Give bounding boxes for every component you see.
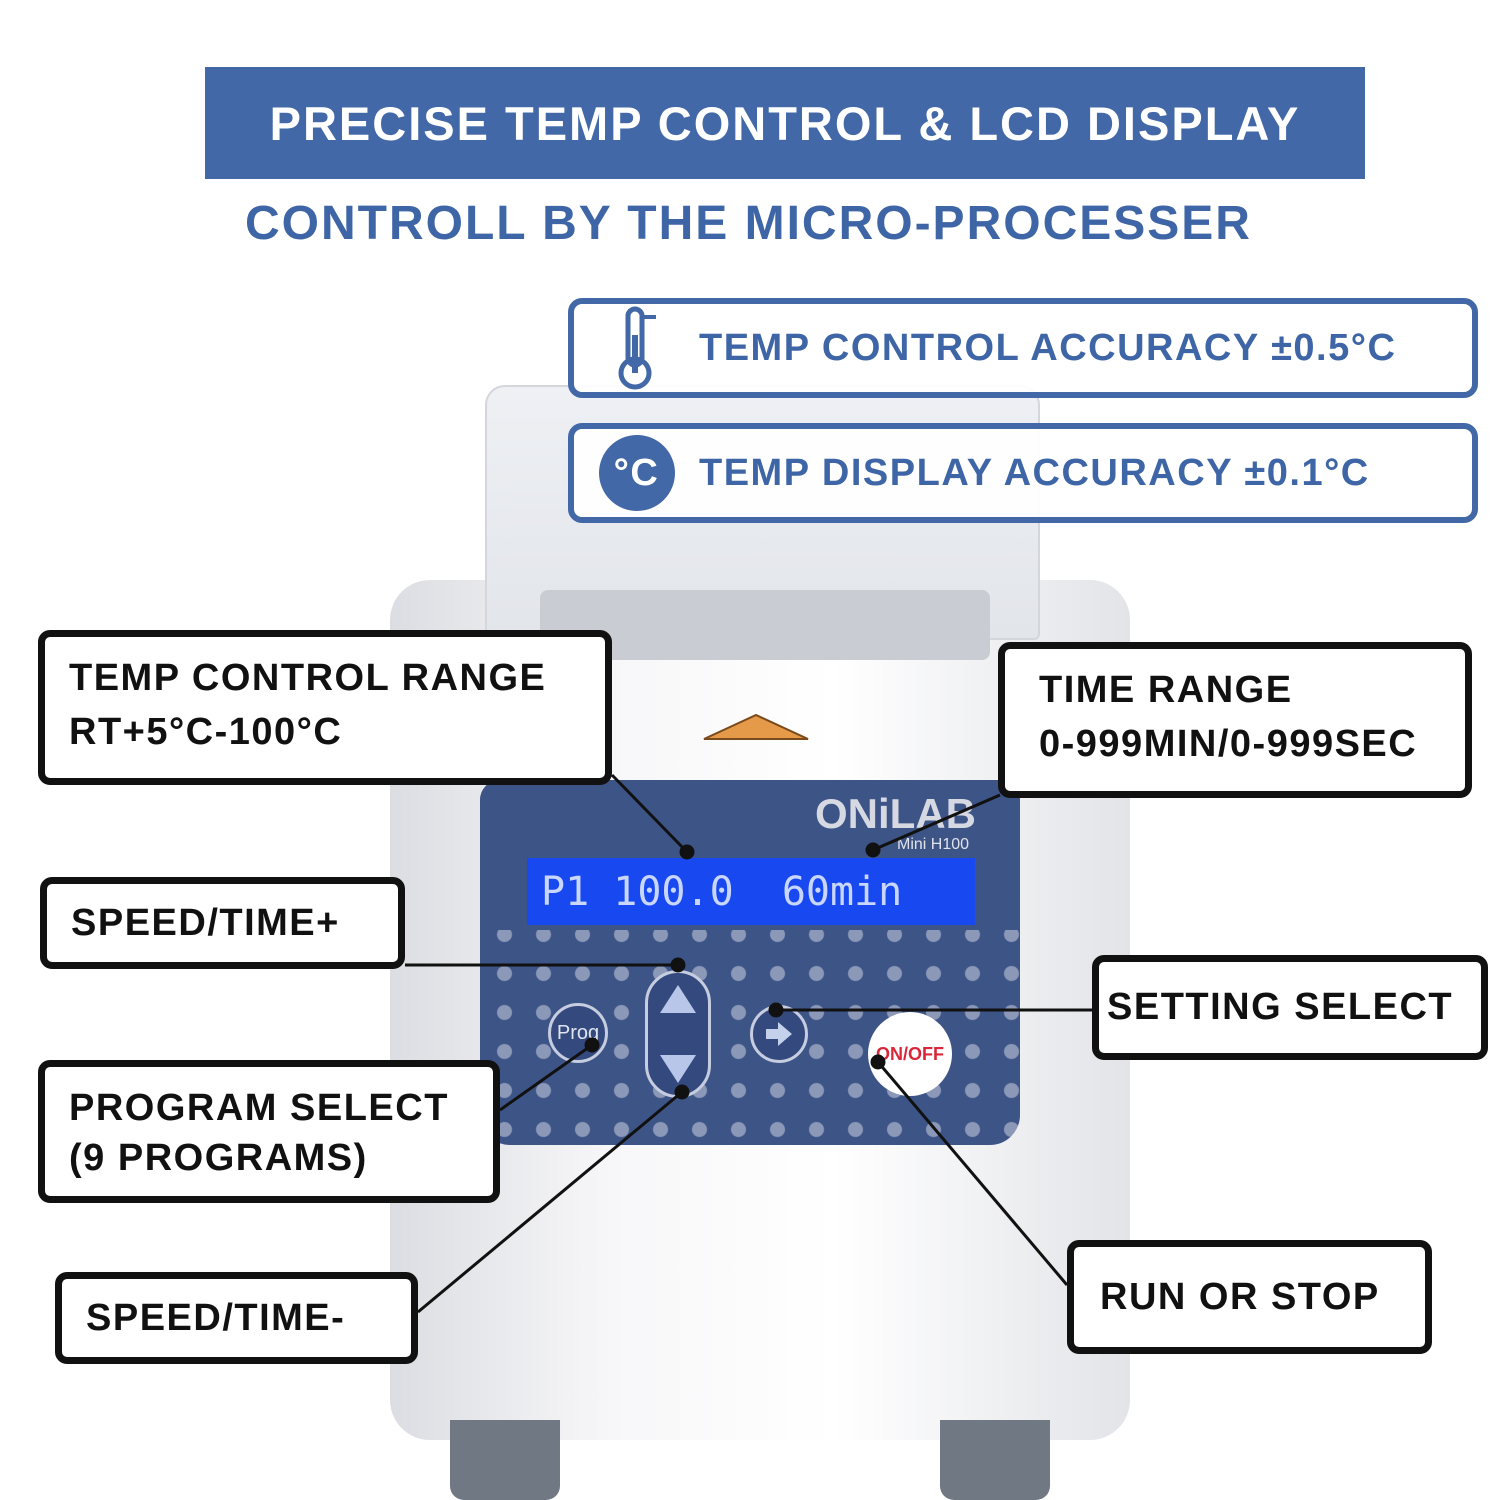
brand-logo: ONiLAB xyxy=(815,790,976,837)
lcd-display: P1 100.0 60min xyxy=(527,858,975,925)
page-subtitle: CONTROLL BY THE MICRO-PROCESSER xyxy=(245,197,1252,250)
device-foot xyxy=(450,1420,560,1500)
feature-temp-display-accuracy: °C TEMP DISPLAY ACCURACY ±0.1°C xyxy=(568,423,1478,523)
model-label: Mini H100 xyxy=(897,836,970,853)
hot-surface-warning-icon xyxy=(703,713,809,740)
callout-title: TIME RANGE xyxy=(1039,669,1293,711)
callout-speed-time-minus: SPEED/TIME- xyxy=(55,1272,418,1364)
device-foot xyxy=(940,1420,1050,1500)
prog-label: Prog xyxy=(556,1021,600,1044)
page-title: PRECISE TEMP CONTROL & LCD DISPLAY xyxy=(205,67,1365,179)
prog-button[interactable]: Prog xyxy=(548,1003,608,1063)
on-off-button[interactable]: ON/OFF xyxy=(868,1012,952,1096)
feature-temp-control-accuracy: TEMP CONTROL ACCURACY ±0.5°C xyxy=(568,298,1478,398)
feature-text: TEMP CONTROL ACCURACY ±0.5°C xyxy=(699,326,1397,369)
on-off-label: ON/OFF xyxy=(876,1043,944,1064)
callout-value: RT+5°C-100°C xyxy=(69,711,343,753)
callout-time-range: TIME RANGE 0-999MIN/0-999SEC xyxy=(998,642,1472,798)
heating-block xyxy=(540,590,990,660)
callout-setting-select: SETTING SELECT xyxy=(1092,955,1488,1060)
callout-run-or-stop: RUN OR STOP xyxy=(1067,1240,1432,1354)
callout-title: PROGRAM SELECT xyxy=(69,1087,449,1129)
callout-temp-control-range: TEMP CONTROL RANGE RT+5°C-100°C xyxy=(38,630,612,785)
callout-program-select: PROGRAM SELECT (9 PROGRAMS) xyxy=(38,1060,500,1203)
callout-title: TEMP CONTROL RANGE xyxy=(69,657,547,699)
celsius-icon: °C xyxy=(598,435,675,511)
thermometer-icon xyxy=(574,305,699,391)
up-down-rocker[interactable] xyxy=(645,970,711,1098)
feature-text: TEMP DISPLAY ACCURACY ±0.1°C xyxy=(699,451,1370,494)
callout-value: 0-999MIN/0-999SEC xyxy=(1039,723,1418,765)
callout-speed-time-plus: SPEED/TIME+ xyxy=(40,877,405,969)
callout-value: (9 PROGRAMS) xyxy=(69,1137,368,1179)
arrow-right-icon xyxy=(766,1022,792,1046)
up-down-arrows-icon xyxy=(660,985,696,1083)
